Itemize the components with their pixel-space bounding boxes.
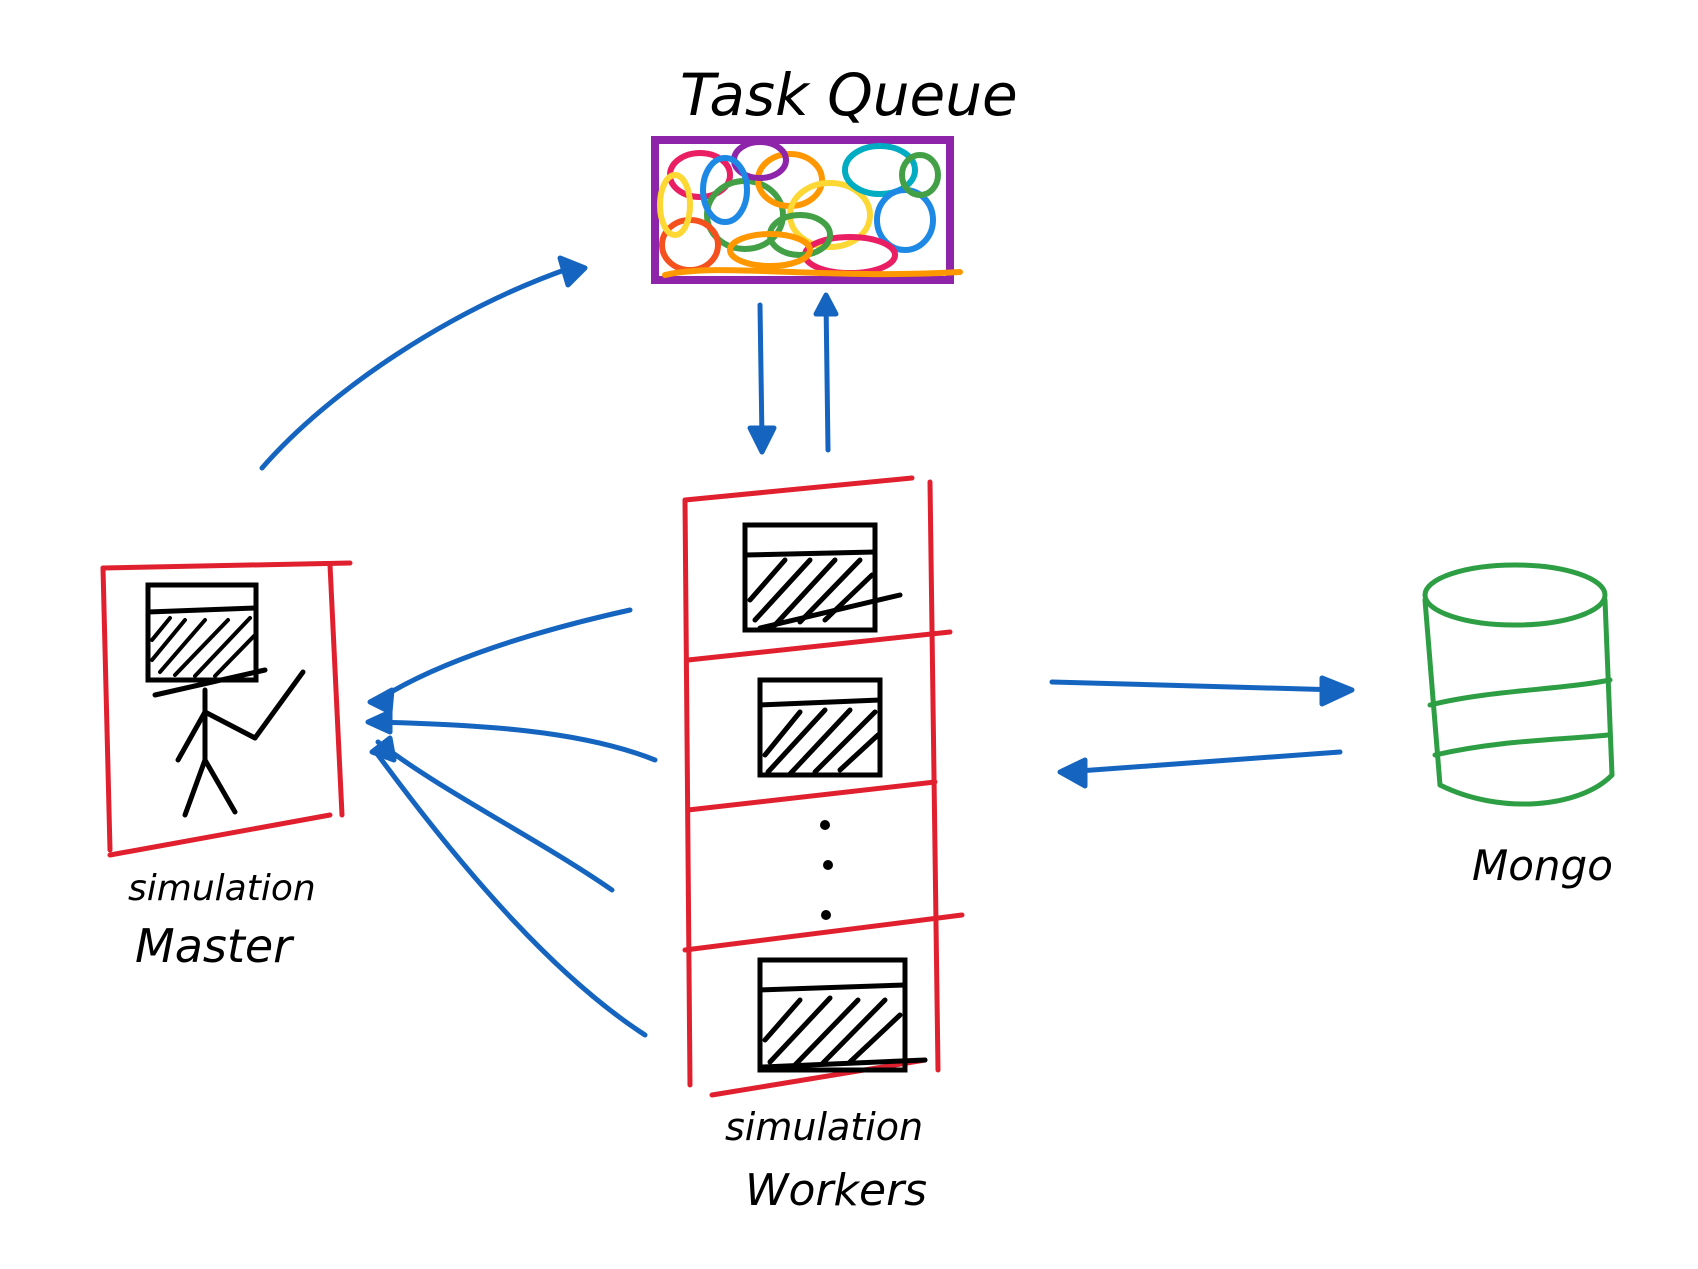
arrowhead-icon [747,425,777,455]
arrow-workers-to-mongo [1049,679,1343,693]
arrow-workers-to-queue [823,297,831,453]
arrowhead-icon [1319,675,1355,707]
arrowhead-icon [369,735,397,763]
laptop-screen-icon [742,522,903,633]
stick-figure-with-screen-icon [145,582,306,818]
arrow-queue-to-workers [757,302,765,443]
simulation-master: simulation Master [100,560,353,973]
database-cylinder-icon [1422,562,1615,807]
task-queue-label: Task Queue [680,61,1018,129]
mongo-label: Mongo [1472,841,1613,890]
arrow-worker-to-master [375,739,615,893]
arrowhead-icon [1057,757,1088,789]
arrowhead-icon [365,709,393,735]
task-queue: Task Queue [651,61,1018,284]
arrow-worker-to-master [375,607,633,703]
master-box [100,560,353,858]
master-label-line1: simulation [128,868,316,909]
workers-box [682,475,965,1098]
laptop-screen-icon [757,677,883,778]
colorful-scribble-queue-icon [651,136,963,284]
master-label-line2: Master [135,919,295,973]
laptop-screen-icon [757,957,928,1073]
workers-label-line1: simulation [725,1105,923,1149]
arrows [259,255,1355,1038]
arrow-worker-to-master [375,719,658,763]
arrowhead-icon [557,255,588,288]
arrow-worker-to-master [375,752,648,1038]
arrow-master-to-queue [259,265,573,471]
arrow-mongo-to-workers [1062,749,1343,775]
mongo: Mongo [1422,562,1615,890]
arrowhead-icon [813,292,839,317]
arrowhead-icon [367,687,395,715]
workers-label-line2: Workers [745,1165,927,1216]
ellipsis-dots [820,820,833,920]
simulation-workers: simulation Workers [682,475,965,1216]
